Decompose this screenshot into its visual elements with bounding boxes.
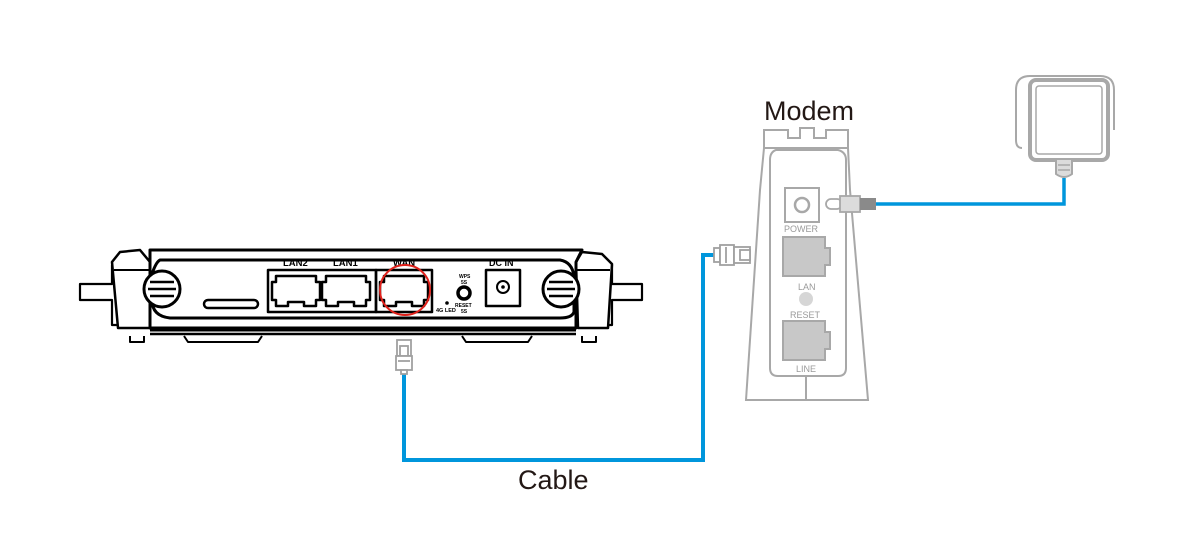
label-reset: RESET: [455, 303, 472, 309]
label-wps: WPS: [459, 274, 471, 280]
label-4g-led: 4G LED: [436, 308, 456, 314]
dc-plug-icon: [825, 195, 876, 213]
modem-port-label-lan: LAN: [798, 282, 816, 292]
label-wps-time: 5S: [461, 280, 468, 286]
port-lan1-icon: [320, 274, 372, 308]
port-label-dc-in: DC IN: [489, 258, 514, 268]
dc-in-port-icon: [484, 268, 522, 308]
modem-port-label-reset: RESET: [790, 310, 821, 320]
power-cable: [876, 178, 1066, 206]
port-lan2-icon: [270, 274, 322, 308]
port-label-lan1: LAN1: [333, 258, 359, 269]
ethernet-plug-icon: [395, 339, 413, 375]
modem-port-label-power: POWER: [784, 224, 819, 234]
vent-knob-right-icon: [541, 269, 581, 309]
sim-slot-icon: [202, 298, 260, 310]
ethernet-plug-icon: [713, 244, 751, 266]
port-label-wan: WAN: [393, 258, 415, 269]
label-reset-time: 5S: [461, 309, 468, 315]
wps-reset-button-icon: [456, 285, 472, 301]
cable-label: Cable: [518, 465, 589, 495]
modem-icon: [744, 127, 870, 401]
router-icon: [78, 248, 644, 343]
vent-knob-left-icon: [142, 269, 182, 309]
modem-label: Modem: [764, 96, 854, 126]
modem-port-label-line: LINE: [796, 364, 816, 374]
port-label-lan2: LAN2: [283, 258, 308, 269]
power-adapter-icon: [1015, 75, 1115, 178]
ethernet-cable: [402, 253, 716, 462]
wan-highlight-circle: [379, 264, 431, 316]
